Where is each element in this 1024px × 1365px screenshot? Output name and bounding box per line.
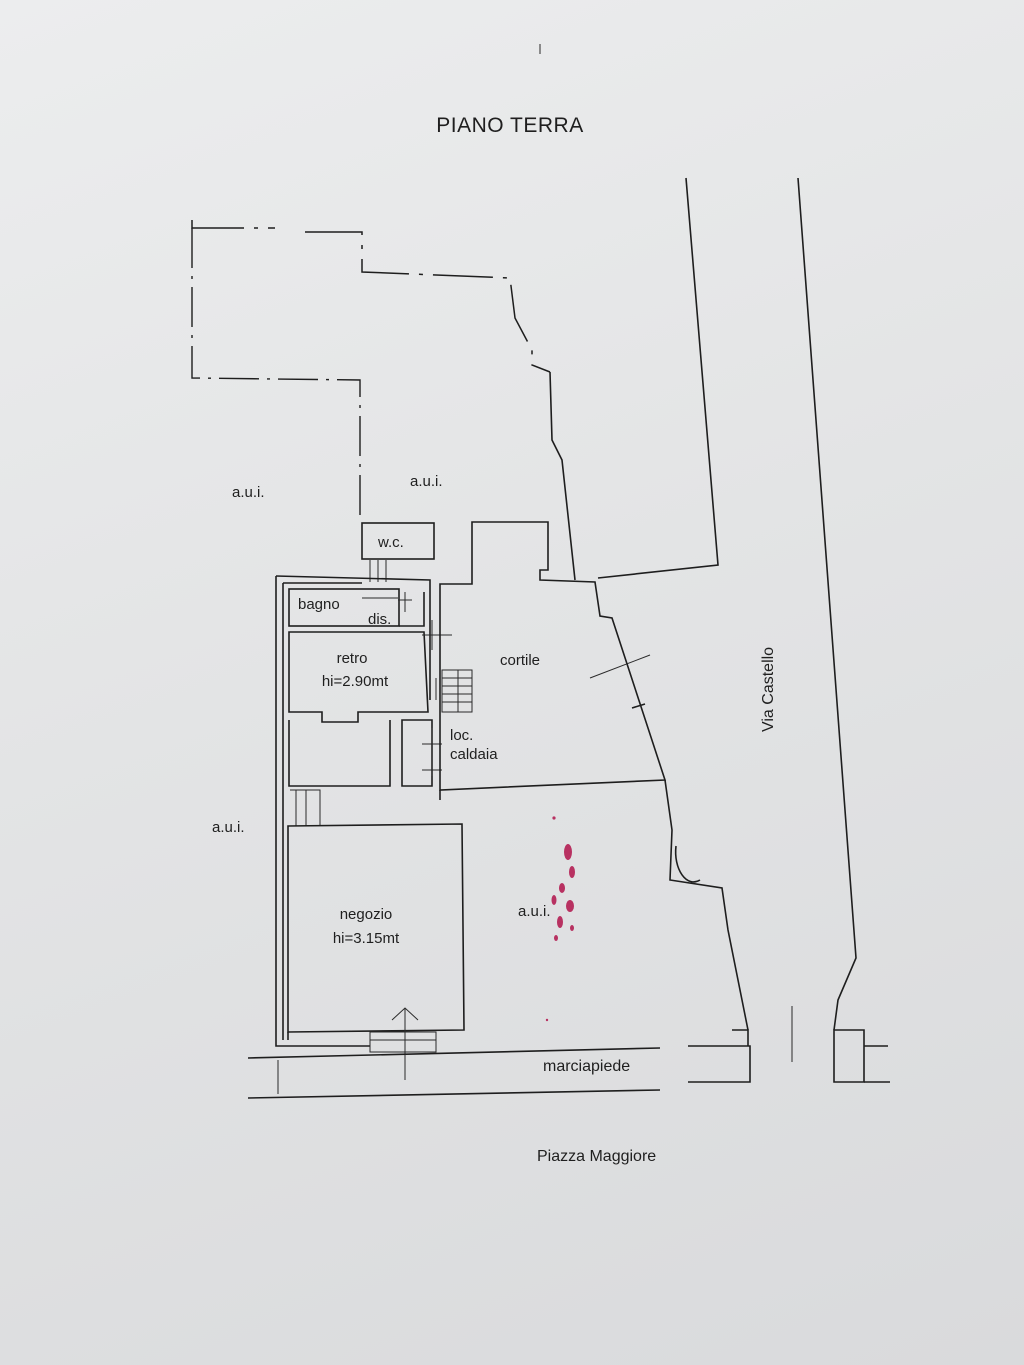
bagno-door xyxy=(362,592,412,612)
entrance-arrow-icon xyxy=(391,1007,419,1080)
label-aui-center-top: a.u.i. xyxy=(410,473,443,490)
red-stain-marks xyxy=(545,816,575,1022)
corner-block-left-cap xyxy=(732,1029,749,1046)
label-marciapiede: marciapiede xyxy=(543,1058,630,1075)
label-retro-height: hi=2.90mt xyxy=(322,673,389,690)
dis-space xyxy=(399,592,425,627)
house-top-wall xyxy=(275,575,431,700)
label-dis: dis. xyxy=(368,611,391,628)
neighbor-boundary-top xyxy=(305,231,551,373)
shop-entrance-step xyxy=(369,1031,437,1053)
corner-block-left xyxy=(688,1045,751,1083)
label-piazza-maggiore: Piazza Maggiore xyxy=(537,1148,656,1165)
corner-block-right xyxy=(833,1029,865,1083)
retro-room xyxy=(288,631,429,723)
label-aui-right-mid: a.u.i. xyxy=(518,903,551,920)
sidewalk-line-top xyxy=(247,1047,661,1059)
retro-door-mark xyxy=(422,620,452,650)
street-line-outer xyxy=(797,177,857,1031)
label-bagno: bagno xyxy=(298,596,340,613)
corner-block-right-ext xyxy=(864,1045,890,1083)
label-retro: retro xyxy=(337,650,368,667)
label-caldaia: caldaia xyxy=(450,746,498,763)
staircase xyxy=(441,669,473,713)
neighbor-wall-right xyxy=(549,371,576,581)
label-loc: loc. xyxy=(450,727,473,744)
sidewalk-line-bottom xyxy=(247,1089,661,1099)
negozio-room xyxy=(287,823,465,1033)
label-cortile: cortile xyxy=(500,652,540,669)
passage-mark xyxy=(290,789,321,826)
caldaia-closet xyxy=(401,719,433,787)
lower-room-left xyxy=(288,720,391,787)
neighbor-boundary-left xyxy=(191,228,361,520)
right-wall-arch xyxy=(674,845,701,883)
right-property-wall xyxy=(664,779,749,1031)
wc-room xyxy=(361,522,435,560)
label-negozio: negozio xyxy=(340,906,393,923)
label-negozio-height: hi=3.15mt xyxy=(333,930,400,947)
label-aui-left-top: a.u.i. xyxy=(232,484,265,501)
house-outer-wall-left xyxy=(275,576,370,1047)
cortile-section-mark xyxy=(589,654,651,679)
neighbor-boundary-top-left xyxy=(191,220,275,229)
label-aui-left-mid: a.u.i. xyxy=(212,819,245,836)
caldaia-door-mark xyxy=(422,728,442,776)
bagno-room xyxy=(288,588,400,627)
cortile-notch xyxy=(631,703,646,709)
plan-title: PIANO TERRA xyxy=(436,114,583,137)
label-wc: w.c. xyxy=(377,534,404,551)
label-via-castello: Via Castello xyxy=(760,647,777,732)
street-line-inner xyxy=(597,177,719,579)
